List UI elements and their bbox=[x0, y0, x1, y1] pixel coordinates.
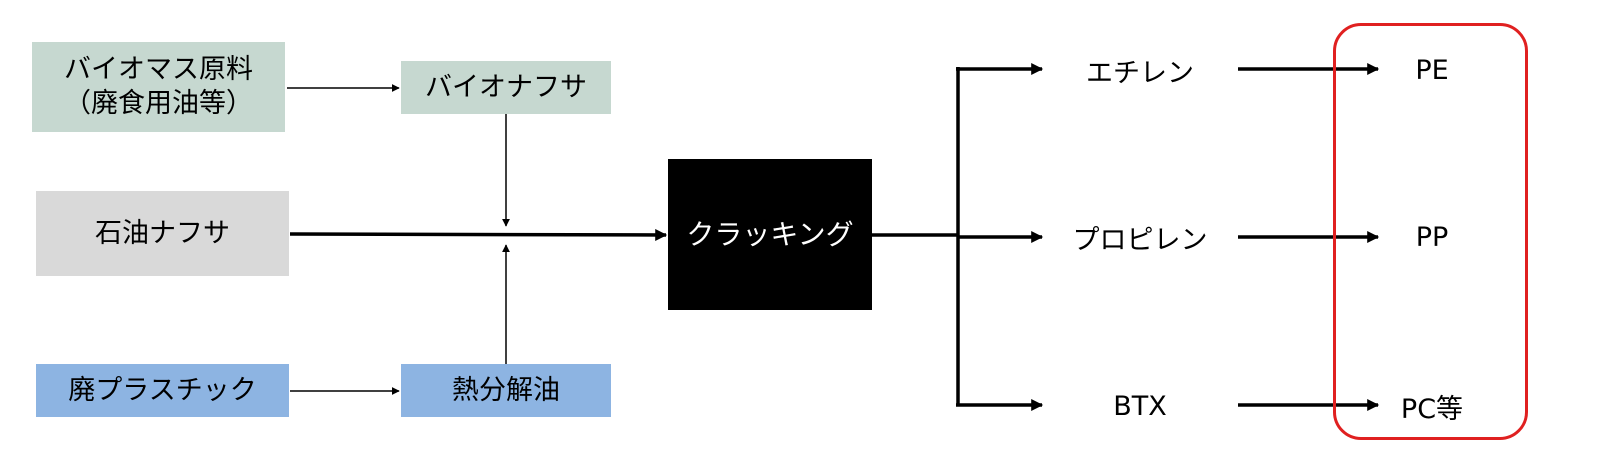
arrow-petro-to-cracking bbox=[289, 228, 668, 241]
pc-label: PC等 bbox=[1400, 393, 1464, 425]
waste-plastic-label: 廃プラスチック bbox=[68, 374, 257, 406]
bionaphtha-label: バイオナフサ bbox=[425, 71, 587, 103]
pyrolysis-oil-box: 熱分解油 bbox=[401, 364, 611, 417]
bionaphtha-box: バイオナフサ bbox=[401, 61, 611, 114]
waste-plastic-box: 廃プラスチック bbox=[36, 364, 289, 417]
ethylene-label: エチレン bbox=[1086, 57, 1194, 89]
products-highlight-frame bbox=[1333, 23, 1528, 440]
petroleum-naphtha-box: 石油ナフサ bbox=[36, 191, 289, 276]
pp-label: PP bbox=[1415, 221, 1449, 253]
cracking-label: クラッキング bbox=[686, 218, 854, 251]
biomass-feedstock-label: バイオマス原料 （廃食用油等） bbox=[64, 54, 253, 119]
cracking-box: クラッキング bbox=[668, 159, 872, 310]
pe-label: PE bbox=[1415, 54, 1449, 86]
pyrolysis-oil-label: 熱分解油 bbox=[452, 374, 560, 406]
biomass-feedstock-box: バイオマス原料 （廃食用油等） bbox=[32, 42, 285, 132]
petroleum-naphtha-label: 石油ナフサ bbox=[95, 217, 230, 249]
propylene-label: プロピレン bbox=[1072, 224, 1208, 256]
btx-label: BTX bbox=[1113, 390, 1167, 422]
